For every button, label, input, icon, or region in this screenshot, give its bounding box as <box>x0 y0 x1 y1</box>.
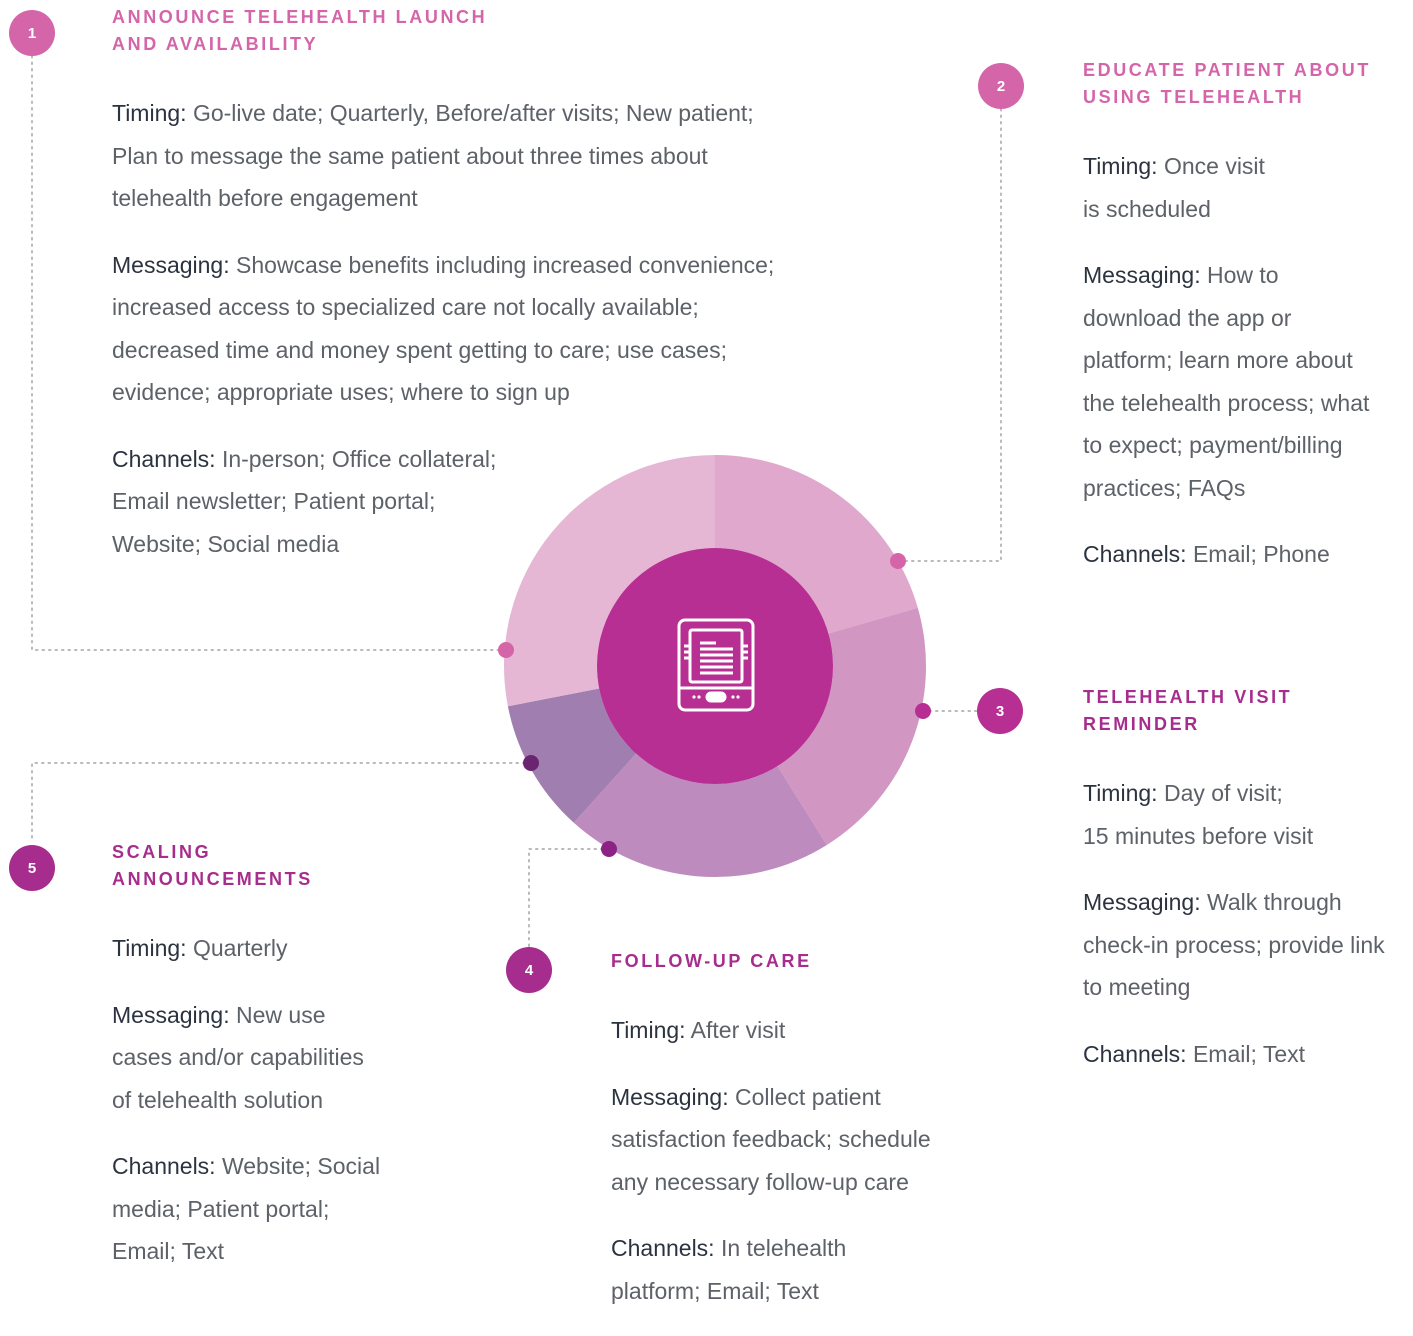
step-badge-1: 1 <box>9 10 55 56</box>
stage-1-timing: Timing: Go-live date; Quarterly, Before/… <box>112 100 754 211</box>
connector-4 <box>528 848 610 948</box>
ring-segment-1 <box>715 455 918 634</box>
step-badge-4: 4 <box>506 947 552 993</box>
stage-4-timing: Timing: After visit <box>611 1017 786 1043</box>
stage-2-title: EDUCATE PATIENT ABOUT USING TELEHEALTH <box>1083 60 1371 107</box>
stage-3-panel: TELEHEALTH VISIT REMINDER Timing: Day of… <box>1083 684 1408 1099</box>
ring-dot-4 <box>601 841 617 857</box>
stage-1-title: ANNOUNCE TELEHEALTH LAUNCH AND AVAILABIL… <box>112 7 488 54</box>
stage-3-title: TELEHEALTH VISIT REMINDER <box>1083 687 1293 734</box>
stage-2-panel: EDUCATE PATIENT ABOUT USING TELEHEALTH T… <box>1083 57 1403 600</box>
stage-5-title: SCALING ANNOUNCEMENTS <box>112 842 313 889</box>
cycle-diagram <box>31 55 1002 948</box>
ring-dot-1 <box>498 642 514 658</box>
stage-3-channels: Channels: Email; Text <box>1083 1040 1306 1067</box>
ring-dot-3 <box>915 703 931 719</box>
ring-dot-5 <box>523 755 539 771</box>
stage-2-channels: Channels: Email; Phone <box>1083 541 1330 567</box>
connector-2 <box>897 108 1002 562</box>
stage-5-panel: SCALING ANNOUNCEMENTS Timing: Quarterly … <box>112 839 442 1297</box>
stage-1-channels: Channels: In-person; Office collateral;E… <box>112 445 497 557</box>
stage-4-title: FOLLOW-UP CARE <box>611 951 812 971</box>
stage-5-timing: Timing: Quarterly <box>112 935 288 961</box>
ring-segment-3 <box>573 753 827 877</box>
tablet-document-icon <box>677 618 755 712</box>
connector-1 <box>31 55 507 651</box>
stage-4-panel: FOLLOW-UP CARE Timing: After visit Messa… <box>611 948 971 1336</box>
stage-3-timing: Timing: Day of visit;15 minutes before v… <box>1083 780 1314 849</box>
ring-dot-2 <box>890 553 906 569</box>
connector-5 <box>31 762 532 841</box>
ring-segment-4 <box>507 688 637 823</box>
ring-segment-2 <box>777 607 927 845</box>
step-badge-3: 3 <box>977 688 1023 734</box>
stage-1-messaging: Messaging: Showcase benefits including i… <box>112 251 775 406</box>
stage-1-panel: ANNOUNCE TELEHEALTH LAUNCH AND AVAILABIL… <box>112 4 832 589</box>
step-badge-5: 5 <box>9 845 55 891</box>
ring-segment-5 <box>504 455 715 707</box>
step-badge-2: 2 <box>978 63 1024 109</box>
donut-ring <box>504 455 927 877</box>
